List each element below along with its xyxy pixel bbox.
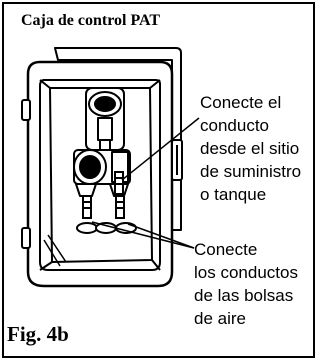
hose-fittings	[82, 171, 125, 219]
callout-line: o tanque	[200, 185, 267, 204]
callout-line: los conductos	[194, 263, 298, 282]
callout-supply-connection: Conecte el conducto desde el sitio de su…	[200, 91, 301, 206]
diagram-title: Caja de control PAT	[21, 12, 161, 29]
callout-line: desde el sitio	[200, 139, 300, 158]
gasket-corner	[43, 234, 67, 267]
right-latch	[171, 139, 183, 181]
left-hinge	[21, 99, 31, 249]
callout-line: Conecte el	[200, 93, 282, 112]
callout-line: Conecte	[194, 240, 258, 259]
callout-line: conducto	[200, 116, 269, 135]
bottom-ports	[76, 222, 137, 234]
leader-supply-line	[121, 117, 200, 181]
leader-lines	[91, 117, 200, 249]
figure-label: Fig. 4b	[7, 322, 69, 346]
leader-airbag-line-2	[127, 223, 195, 249]
callout-line: de aire	[194, 309, 246, 328]
callout-line: de suministro	[200, 162, 302, 181]
upper-valve	[85, 87, 125, 155]
callout-line: de las bolsas	[194, 286, 294, 305]
leader-airbag-line-1	[91, 221, 195, 249]
callout-airbag-connection: Conecte los conductos de las bolsas de a…	[194, 238, 298, 330]
